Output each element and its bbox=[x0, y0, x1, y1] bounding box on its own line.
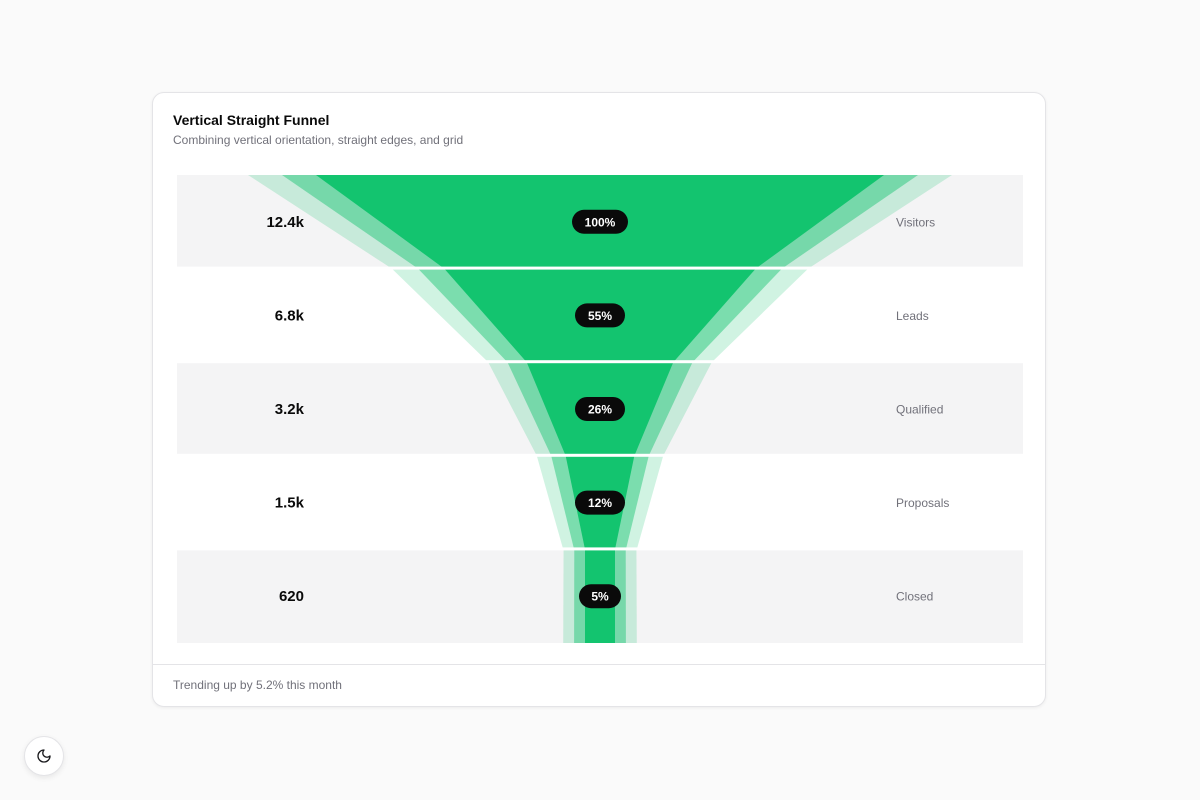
chart-card: Vertical Straight Funnel Combining verti… bbox=[152, 92, 1046, 707]
percent-label: 12% bbox=[588, 496, 612, 510]
percent-label: 5% bbox=[591, 590, 609, 604]
percent-badge bbox=[572, 209, 628, 234]
funnel-labels: 12.4k 100% Visitors 6.8k 55% Leads 3.2k 26% Qual… bbox=[266, 209, 949, 609]
chart-subtitle: Combining vertical orientation, straight… bbox=[173, 133, 464, 147]
stage-value: 12.4k bbox=[266, 214, 304, 231]
stage-value: 6.8k bbox=[275, 307, 305, 324]
percent-badge bbox=[579, 584, 621, 609]
stage-value: 620 bbox=[279, 588, 304, 605]
percent-label: 26% bbox=[588, 403, 612, 417]
chart-title: Vertical Straight Funnel bbox=[173, 112, 330, 128]
stage-label: Leads bbox=[896, 309, 929, 323]
card-header: Vertical Straight Funnel Combining verti… bbox=[173, 112, 463, 147]
stage-separator bbox=[177, 360, 1023, 364]
moon-icon bbox=[36, 748, 52, 764]
stage-separators bbox=[177, 266, 1023, 551]
theme-toggle-button[interactable] bbox=[24, 736, 64, 776]
stage-value: 1.5k bbox=[275, 495, 305, 512]
stage-label: Proposals bbox=[896, 496, 949, 510]
stage-separator bbox=[177, 266, 1023, 270]
card-footer: Trending up by 5.2% this month bbox=[153, 664, 1045, 706]
percent-badge bbox=[575, 397, 625, 421]
funnel-chart: 12.4k 100% Visitors 6.8k 55% Leads 3.2k 26% Qual… bbox=[177, 175, 1023, 643]
stage-separator bbox=[177, 453, 1023, 457]
stage-label: Qualified bbox=[896, 403, 943, 417]
stage-label: Visitors bbox=[896, 215, 935, 229]
trend-text: Trending up by 5.2% this month bbox=[173, 678, 342, 692]
percent-badge bbox=[575, 303, 625, 328]
stage-separator bbox=[177, 547, 1023, 551]
percent-badge bbox=[575, 490, 625, 515]
percent-label: 100% bbox=[585, 215, 616, 229]
percent-label: 55% bbox=[588, 309, 612, 323]
stage-label: Closed bbox=[896, 590, 933, 604]
stage-value: 3.2k bbox=[275, 401, 305, 418]
